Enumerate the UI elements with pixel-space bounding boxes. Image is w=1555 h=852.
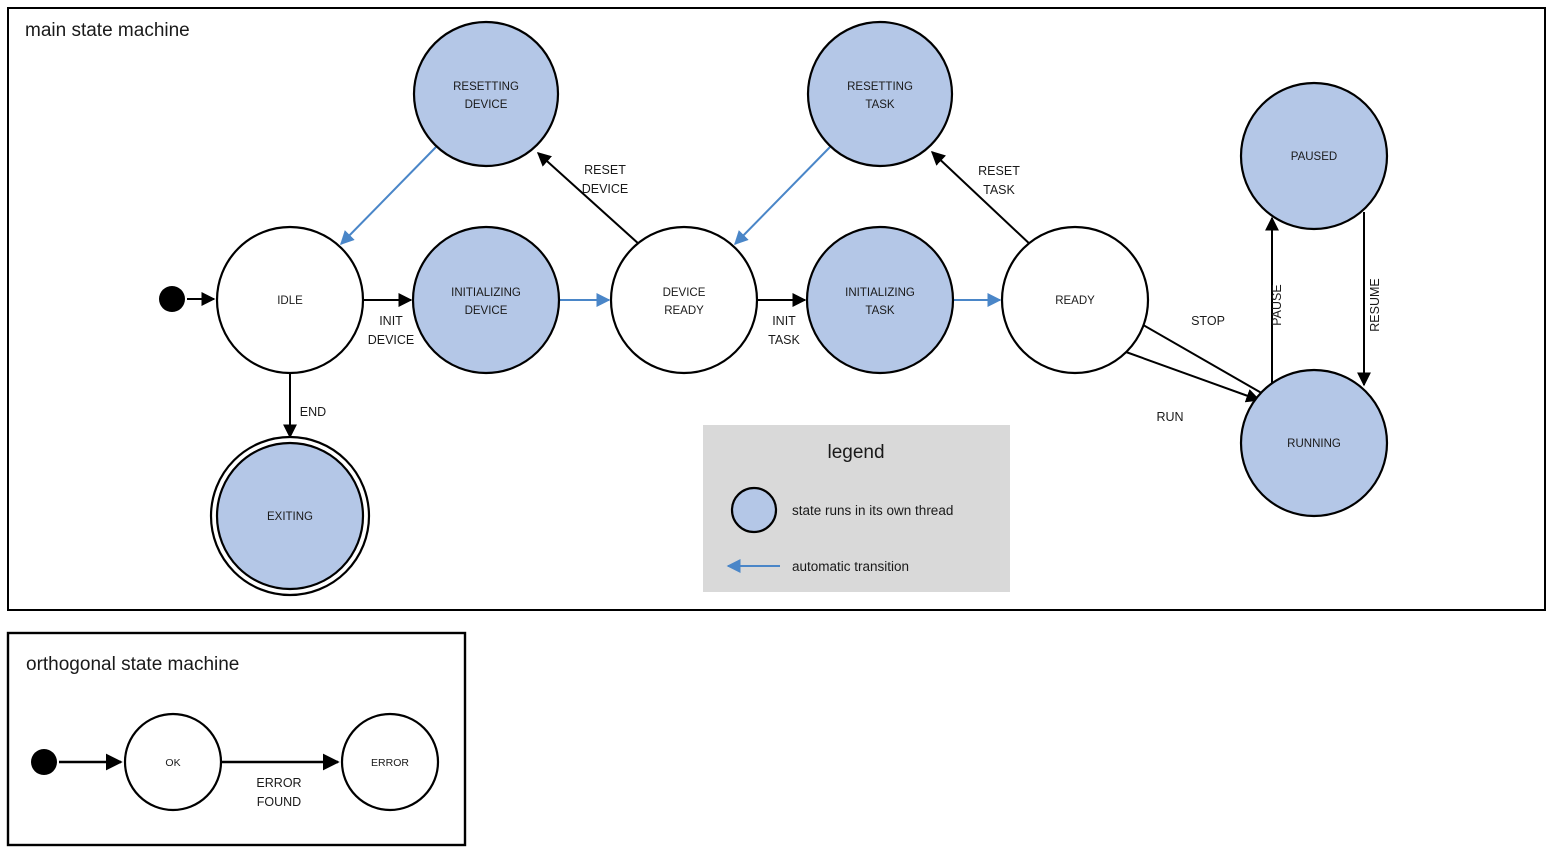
initial-state-marker bbox=[159, 286, 185, 312]
state-node-resetting-task[interactable]: RESETTING TASK bbox=[806, 20, 954, 168]
legend-item-threaded-state-label: state runs in its own thread bbox=[792, 503, 953, 518]
state-label-resetting-device-2: DEVICE bbox=[465, 99, 508, 111]
edge-device-ready-resetting-device bbox=[536, 152, 641, 246]
state-node-ready[interactable]: READY bbox=[1000, 225, 1150, 375]
state-node-paused[interactable]: PAUSED bbox=[1239, 81, 1389, 231]
transition-edges bbox=[187, 146, 1371, 439]
state-label-resetting-task-1: RESETTING bbox=[847, 81, 913, 93]
state-label-exiting: EXITING bbox=[267, 511, 313, 523]
edge-label-init-device-1: INIT bbox=[379, 314, 403, 328]
edge-label-reset-device-1: RESET bbox=[584, 163, 626, 177]
state-node-initializing-device[interactable]: INITIALIZING DEVICE bbox=[411, 225, 561, 375]
edge-label-end: END bbox=[300, 405, 326, 419]
orthogonal-state-node-error[interactable]: ERROR bbox=[340, 712, 440, 812]
edge-label-resume: RESUME bbox=[1368, 278, 1382, 331]
edge-label-reset-device-2: DEVICE bbox=[582, 182, 629, 196]
legend: legend state runs in its own thread auto… bbox=[703, 425, 1010, 592]
edge-label-error-found-1: ERROR bbox=[256, 776, 301, 790]
orthogonal-transition-labels: ERROR FOUND bbox=[256, 776, 301, 809]
legend-title: legend bbox=[827, 442, 884, 463]
edge-label-error-found-2: FOUND bbox=[257, 795, 301, 809]
state-nodes: IDLE INITIALIZING DEVICE DEVICE READY IN… bbox=[209, 20, 1389, 597]
legend-threaded-state-icon bbox=[730, 486, 778, 534]
state-label-initializing-task-2: TASK bbox=[865, 305, 895, 317]
orthogonal-frame-title: orthogonal state machine bbox=[26, 654, 239, 675]
main-frame-title: main state machine bbox=[25, 20, 190, 41]
edge-resetting-task-device-ready bbox=[734, 146, 831, 246]
edge-running-ready bbox=[1129, 317, 1266, 396]
state-label-initializing-task-1: INITIALIZING bbox=[845, 287, 915, 299]
state-node-resetting-device[interactable]: RESETTING DEVICE bbox=[412, 20, 560, 168]
state-node-device-ready[interactable]: DEVICE READY bbox=[609, 225, 759, 375]
edge-label-stop: STOP bbox=[1191, 314, 1225, 328]
transition-labels: INIT DEVICE INIT TASK RESET DEVICE RESET… bbox=[300, 163, 1382, 424]
edge-label-init-device-2: DEVICE bbox=[368, 333, 415, 347]
edge-label-init-task-2: TASK bbox=[768, 333, 800, 347]
state-node-initializing-task[interactable]: INITIALIZING TASK bbox=[805, 225, 955, 375]
edge-label-run: RUN bbox=[1156, 410, 1183, 424]
state-label-resetting-device-1: RESETTING bbox=[453, 81, 519, 93]
edge-ready-resetting-task bbox=[930, 151, 1034, 248]
edge-label-pause: PAUSE bbox=[1270, 284, 1284, 325]
state-label-running: RUNNING bbox=[1287, 438, 1341, 450]
edge-label-reset-task-1: RESET bbox=[978, 164, 1020, 178]
state-label-device-ready-2: READY bbox=[664, 305, 704, 317]
legend-item-auto-transition-label: automatic transition bbox=[792, 559, 909, 574]
edge-label-reset-task-2: TASK bbox=[983, 183, 1015, 197]
edge-resetting-device-idle bbox=[340, 146, 437, 246]
state-node-exiting[interactable]: EXITING bbox=[209, 435, 371, 597]
edge-label-init-task-1: INIT bbox=[772, 314, 796, 328]
state-label-device-ready-1: DEVICE bbox=[663, 287, 706, 299]
state-label-initializing-device-2: DEVICE bbox=[465, 305, 508, 317]
edge-ready-running bbox=[1125, 351, 1261, 403]
state-label-error: ERROR bbox=[371, 757, 409, 769]
state-label-ok: OK bbox=[165, 757, 180, 769]
orthogonal-initial-state-marker bbox=[31, 749, 57, 775]
state-label-resetting-task-2: TASK bbox=[865, 99, 895, 111]
state-label-idle: IDLE bbox=[277, 295, 303, 307]
orthogonal-state-node-ok[interactable]: OK bbox=[123, 712, 223, 812]
state-label-ready: READY bbox=[1055, 295, 1095, 307]
state-label-initializing-device-1: INITIALIZING bbox=[451, 287, 521, 299]
state-node-running[interactable]: RUNNING bbox=[1239, 368, 1389, 518]
state-node-idle[interactable]: IDLE bbox=[215, 225, 365, 375]
state-label-paused: PAUSED bbox=[1291, 151, 1337, 163]
